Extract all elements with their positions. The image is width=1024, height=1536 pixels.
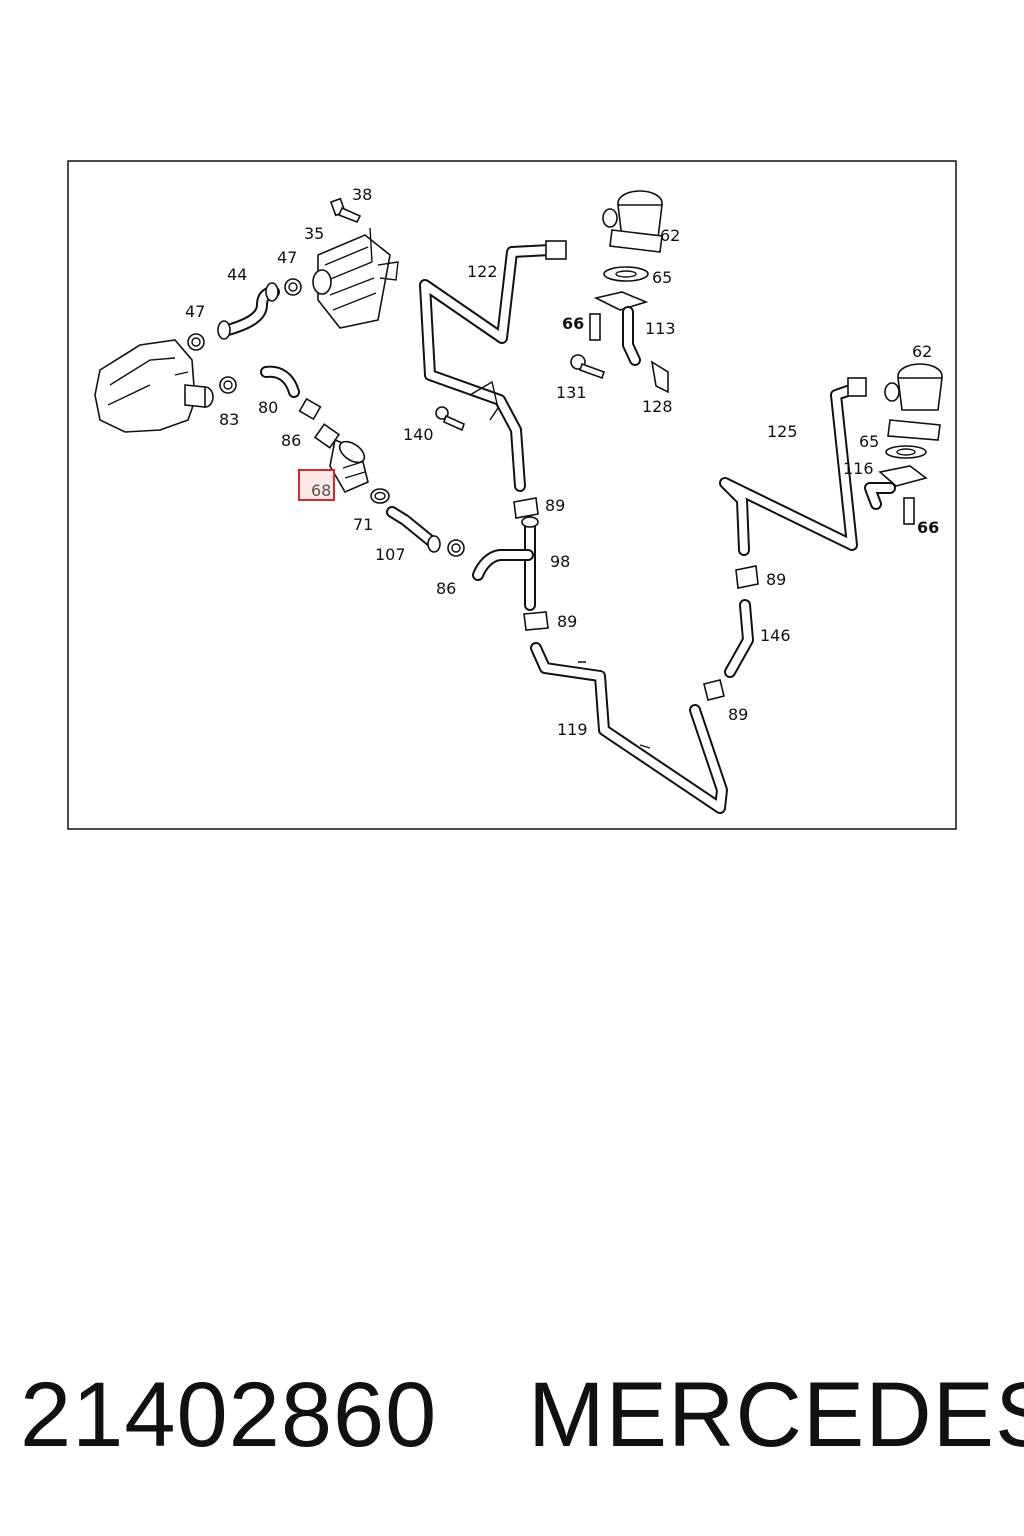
- gasket-65-top-drawing: [603, 266, 649, 282]
- callout-122: 122: [467, 262, 498, 281]
- pipe-125-drawing: [719, 377, 867, 556]
- callout-98: 98: [550, 552, 570, 571]
- callout-labels: 38 35 47 44 47 83 80 86 68 71 107 86 122…: [185, 185, 939, 739]
- pipe-122-drawing: [419, 240, 567, 492]
- bolt-66-bottom-drawing: [903, 497, 915, 525]
- highlight-box-68: [298, 469, 335, 501]
- clamp-89-a-drawing: [513, 497, 539, 519]
- bolt-38-drawing: [329, 197, 362, 224]
- sleeve-86-left-drawing: [298, 397, 322, 421]
- clamp-47-upper-drawing: [284, 278, 302, 296]
- clamp-89-c-drawing: [703, 679, 725, 701]
- tee-98-drawing: [472, 516, 539, 611]
- callout-89-d: 89: [766, 570, 786, 589]
- callout-89-c: 89: [728, 705, 748, 724]
- clamp-86-right-drawing: [447, 539, 465, 557]
- clamp-89-b-drawing: [523, 611, 549, 631]
- callout-125: 125: [767, 422, 798, 441]
- callout-86-left: 86: [281, 431, 301, 450]
- callout-83: 83: [219, 410, 239, 429]
- callout-113: 113: [645, 319, 676, 338]
- seal-ring-71-drawing: [370, 488, 390, 504]
- callout-146: 146: [760, 626, 791, 645]
- pipe-113-drawing: [593, 291, 649, 366]
- air-pump-drawing: [312, 227, 399, 329]
- callout-131: 131: [556, 383, 587, 402]
- pipe-116-drawing: [864, 465, 928, 510]
- callout-107: 107: [375, 545, 406, 564]
- callout-35: 35: [304, 224, 324, 243]
- parts-diagram: 38 35 47 44 47 83 80 86 68 71 107 86 122…: [67, 160, 957, 830]
- callout-65-top: 65: [652, 268, 672, 287]
- product-footer: 21402860 MERCEDES: [0, 1360, 1024, 1470]
- callout-128: 128: [642, 397, 673, 416]
- gasket-128-drawing: [650, 360, 669, 394]
- callout-71: 71: [353, 515, 373, 534]
- callout-62-bottom: 62: [912, 342, 932, 361]
- clamp-83-drawing: [219, 376, 237, 394]
- callout-68: 68: [311, 481, 331, 500]
- callout-38: 38: [352, 185, 372, 204]
- clamp-89-d-drawing: [735, 565, 759, 589]
- callout-65-bottom: 65: [859, 432, 879, 451]
- gasket-65-bottom-drawing: [885, 445, 927, 459]
- part-number: 21402860: [20, 1364, 438, 1466]
- callout-89-a: 89: [545, 496, 565, 515]
- callout-89-b: 89: [557, 612, 577, 631]
- check-valve-68-drawing: [313, 423, 369, 494]
- callout-80: 80: [258, 398, 278, 417]
- valve-62-top-drawing: [602, 190, 663, 253]
- bolt-140-drawing: [435, 406, 465, 432]
- callout-66-top: 66: [562, 314, 584, 333]
- callout-86-right: 86: [436, 579, 456, 598]
- bolt-66-top-drawing: [589, 313, 601, 341]
- callout-116: 116: [843, 459, 874, 478]
- callout-47-upper: 47: [277, 248, 297, 267]
- callout-66-bottom: 66: [917, 518, 939, 537]
- callout-140: 140: [403, 425, 434, 444]
- valve-62-bottom-drawing: [884, 363, 943, 441]
- elbow-80-drawing: [260, 365, 300, 398]
- callout-119: 119: [557, 720, 588, 739]
- callout-47-lower: 47: [185, 302, 205, 321]
- pipe-119-drawing: [530, 642, 728, 814]
- hose-44-drawing: [217, 282, 280, 340]
- hose-146-drawing: [724, 599, 754, 678]
- engine-block-drawing: [94, 339, 214, 433]
- pipe-107-drawing: [386, 506, 441, 553]
- bolt-131-drawing: [570, 354, 606, 380]
- callout-62-top: 62: [660, 226, 680, 245]
- brand-name: MERCEDES: [528, 1364, 1024, 1466]
- clamp-47-lower-drawing: [187, 333, 205, 351]
- callout-44: 44: [227, 265, 247, 284]
